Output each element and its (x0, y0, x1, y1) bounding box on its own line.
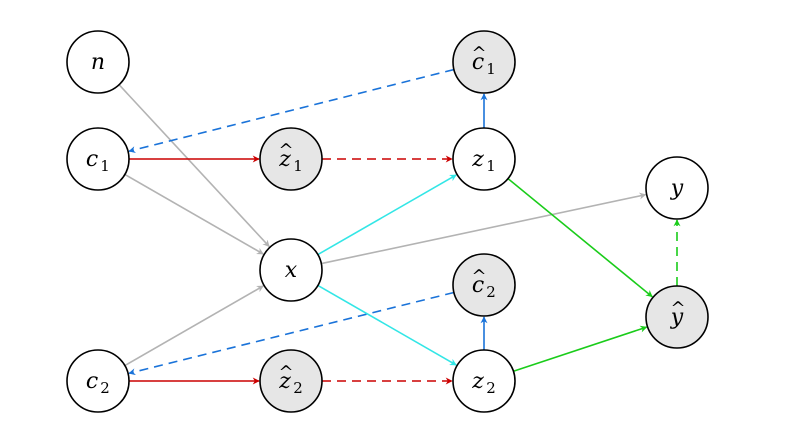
node-hat-zhat2: ^ (278, 362, 293, 383)
edge-x-to-z2 (317, 284, 457, 366)
node-subscript-z2: 2 (486, 379, 496, 397)
edge-x-to-z1 (317, 174, 457, 256)
node-subscript-chat2: 2 (486, 283, 496, 301)
node-hat-yhat: ^ (670, 298, 685, 319)
node-circle-z2 (452, 349, 516, 413)
edge-chat1-to-c1 (128, 68, 455, 154)
node-label-zhat2: z (278, 369, 291, 394)
node-label-x: x (285, 258, 298, 283)
node-n: n (66, 30, 130, 94)
node-circle-n (66, 30, 130, 94)
node-x: x (259, 238, 323, 302)
node-yhat: y^ (645, 285, 709, 349)
node-label-chat2: c (472, 273, 484, 298)
node-circle-x (259, 238, 323, 302)
node-subscript-zhat1: 1 (293, 157, 303, 175)
node-label-n: n (91, 50, 105, 75)
node-circle-yhat (645, 285, 709, 349)
edge-chat2-to-c2 (128, 291, 455, 376)
node-label-z2: z (471, 369, 484, 394)
node-circle-c1 (66, 127, 130, 191)
node-hat-chat2: ^ (471, 266, 486, 287)
node-subscript-c1: 1 (100, 157, 110, 175)
node-label-chat1: c (472, 50, 484, 75)
edge-z1-to-yhat (507, 178, 653, 298)
node-label-c1: c (86, 147, 98, 172)
node-subscript-chat1: 1 (486, 60, 496, 78)
node-label-c2: c (86, 369, 98, 394)
node-circle-chat2 (452, 253, 516, 317)
node-subscript-zhat2: 2 (293, 379, 303, 397)
edge-n-to-x (118, 84, 270, 248)
edges-layer (118, 68, 681, 385)
node-circle-zhat2 (259, 349, 323, 413)
edge-x-to-y (321, 192, 647, 265)
node-label-yhat: y (670, 305, 684, 330)
edge-c1-to-x (124, 173, 264, 255)
edge-c2-to-x (124, 285, 264, 367)
node-label-zhat1: z (278, 147, 291, 172)
node-hat-chat1: ^ (471, 43, 486, 64)
node-label-y: y (670, 176, 684, 201)
node-circle-zhat1 (259, 127, 323, 191)
node-circle-z1 (452, 127, 516, 191)
node-subscript-z1: 1 (486, 157, 496, 175)
node-y: y (645, 156, 709, 220)
node-circle-c2 (66, 349, 130, 413)
node-circle-y (645, 156, 709, 220)
node-label-z1: z (471, 147, 484, 172)
node-subscript-c2: 2 (100, 379, 110, 397)
node-circle-chat1 (452, 30, 516, 94)
edge-z2-to-yhat (513, 325, 648, 373)
node-hat-zhat1: ^ (278, 140, 293, 161)
